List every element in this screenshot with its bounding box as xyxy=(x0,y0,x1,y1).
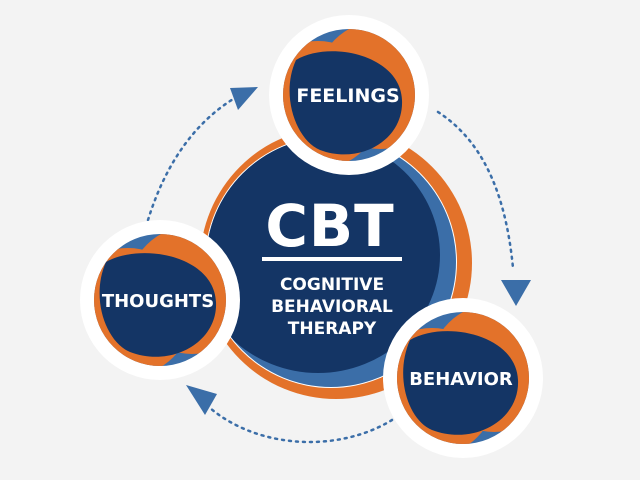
cycle-arrows xyxy=(146,87,531,444)
center-divider xyxy=(262,257,402,261)
node-behavior-label: BEHAVIOR xyxy=(409,369,513,390)
node-feelings: FEELINGS xyxy=(269,15,429,175)
center-circle xyxy=(200,127,472,399)
arrow-to-feelings-icon xyxy=(230,87,258,110)
arc-behavior-to-thoughts xyxy=(208,406,394,444)
node-thoughts: THOUGHTS xyxy=(80,220,240,380)
center-subtitle-line-1: COGNITIVE xyxy=(280,275,384,295)
center-title: CBT xyxy=(265,192,394,260)
arrow-to-behavior-icon xyxy=(501,280,531,306)
node-behavior: BEHAVIOR xyxy=(383,298,543,458)
arc-thoughts-to-feelings xyxy=(146,93,242,222)
arc-feelings-to-behavior xyxy=(436,110,515,270)
arrow-to-thoughts-icon xyxy=(186,385,217,415)
node-thoughts-label: THOUGHTS xyxy=(102,291,214,312)
center-subtitle-line-2: BEHAVIORAL xyxy=(271,297,393,317)
node-feelings-label: FEELINGS xyxy=(296,85,399,107)
center-subtitle-line-3: THERAPY xyxy=(288,319,377,339)
